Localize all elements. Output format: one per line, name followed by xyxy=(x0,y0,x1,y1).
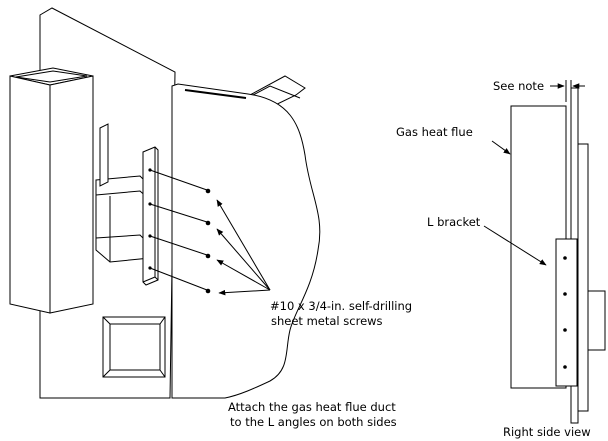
connecting-duct xyxy=(95,175,151,263)
see-note-label: See note xyxy=(493,79,544,93)
gas-heat-flue-label: Gas heat flue xyxy=(396,125,473,139)
right-side-view xyxy=(483,80,606,424)
screw xyxy=(205,253,211,259)
flue-leader xyxy=(491,140,511,155)
see-note-dimension xyxy=(550,80,585,102)
l-bracket-label: L bracket xyxy=(427,215,481,229)
screw xyxy=(205,220,211,226)
attach-note-line2: to the L angles on both sides xyxy=(230,415,397,429)
projection-side xyxy=(587,290,606,351)
bracket-leader xyxy=(483,225,547,266)
screw-leaders xyxy=(149,169,208,291)
gas-heat-flue-iso xyxy=(9,67,94,314)
screws-label-line1: #10 x 3/4-in. self-drilling xyxy=(270,299,412,313)
l-bracket-side xyxy=(555,238,578,387)
rear-l-bracket xyxy=(99,123,109,187)
screw-callout-arrows xyxy=(216,199,271,296)
l-bracket-iso xyxy=(142,146,159,286)
bracket-screws xyxy=(563,256,567,369)
isometric-view xyxy=(9,7,321,399)
screws xyxy=(205,188,211,294)
screws-label-line2: sheet metal screws xyxy=(271,314,383,328)
screw xyxy=(205,288,211,294)
front-access-cover xyxy=(171,83,321,399)
attach-note-line1: Attach the gas heat flue duct xyxy=(228,400,396,414)
right-side-view-caption: Right side view xyxy=(503,425,591,439)
back-panel-side xyxy=(577,143,589,412)
service-opening xyxy=(102,316,166,378)
screw xyxy=(205,188,211,194)
